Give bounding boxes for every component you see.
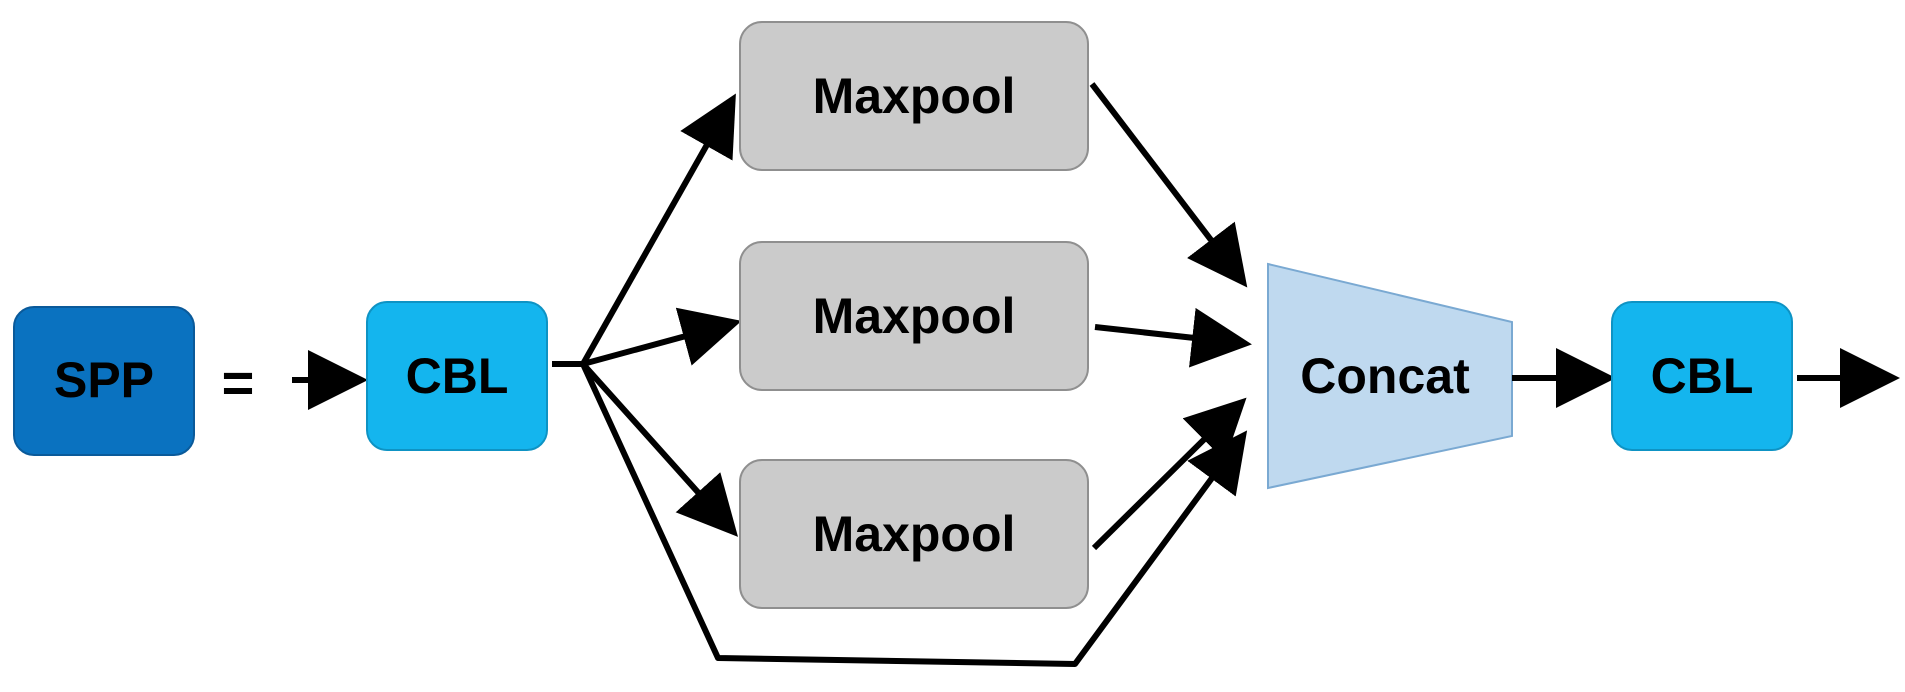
maxpool-label-1: Maxpool	[813, 68, 1016, 124]
cbl-output-label: CBL	[1651, 348, 1754, 404]
arrow-to-maxpool-2	[582, 307, 742, 367]
arrow-to-maxpool-1	[580, 93, 736, 366]
concat-trapezoid	[1267, 262, 1513, 490]
maxpool-label-3: Maxpool	[813, 506, 1016, 562]
bypass-arrow-to-concat	[580, 362, 1248, 667]
spp-box	[13, 306, 195, 456]
maxpool-box-1	[739, 21, 1089, 171]
maxpool-node-1: Maxpool	[739, 21, 1089, 171]
concat-label: Concat	[1300, 348, 1470, 404]
arrow-maxpool-1-to-concat	[1089, 82, 1248, 288]
maxpool-label-2: Maxpool	[813, 288, 1016, 344]
arrow-maxpool-2-to-concat	[1094, 307, 1252, 368]
cbl-input-label: CBL	[406, 348, 509, 404]
arrow-to-maxpool-3	[580, 361, 739, 537]
maxpool-node-3: Maxpool	[739, 459, 1089, 609]
maxpool-box-2	[739, 241, 1089, 391]
cbl-input-node: CBL	[366, 301, 548, 451]
maxpool-box-3	[739, 459, 1089, 609]
cbl-input-box	[366, 301, 548, 451]
cbl-output-box	[1611, 301, 1793, 451]
spp-label: SPP	[54, 352, 154, 408]
maxpool-node-2: Maxpool	[739, 241, 1089, 391]
spp-node: SPP	[13, 306, 195, 456]
arrow-maxpool-3-to-concat	[1091, 397, 1247, 551]
cbl-output-node: CBL	[1611, 301, 1793, 451]
equals-sign: =	[222, 351, 255, 414]
concat-node: Concat	[1267, 262, 1513, 490]
